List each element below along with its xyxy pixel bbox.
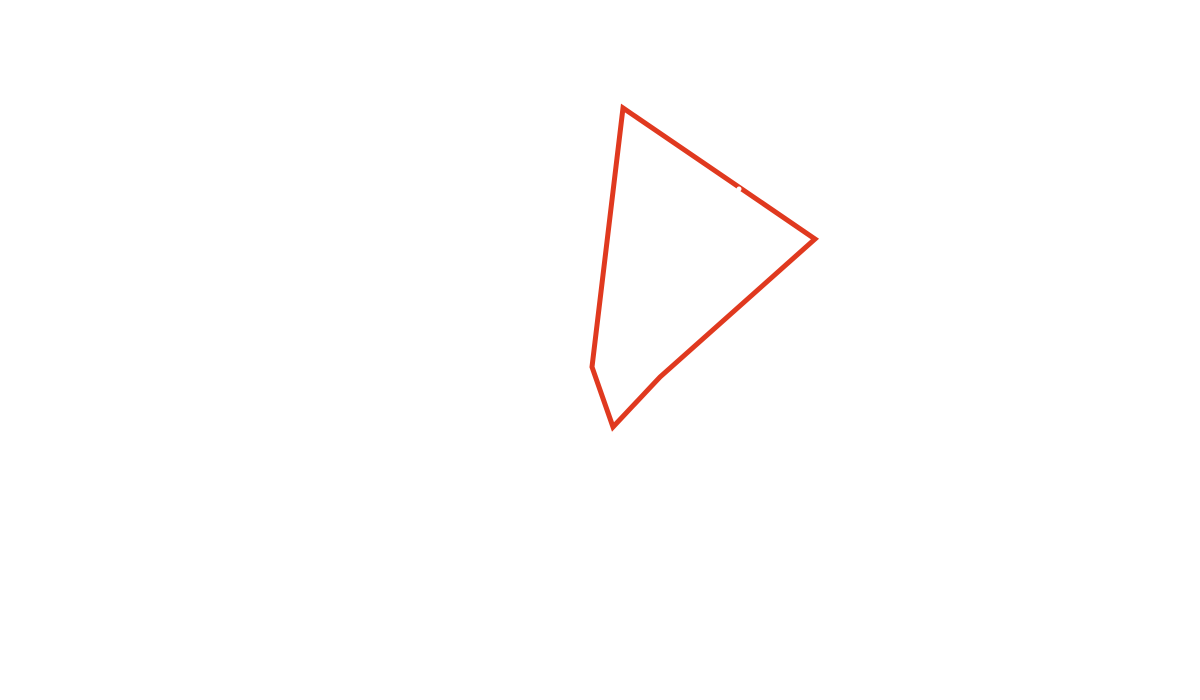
polygon-outline[interactable] xyxy=(589,103,820,432)
cursor-dot-icon xyxy=(736,186,742,192)
